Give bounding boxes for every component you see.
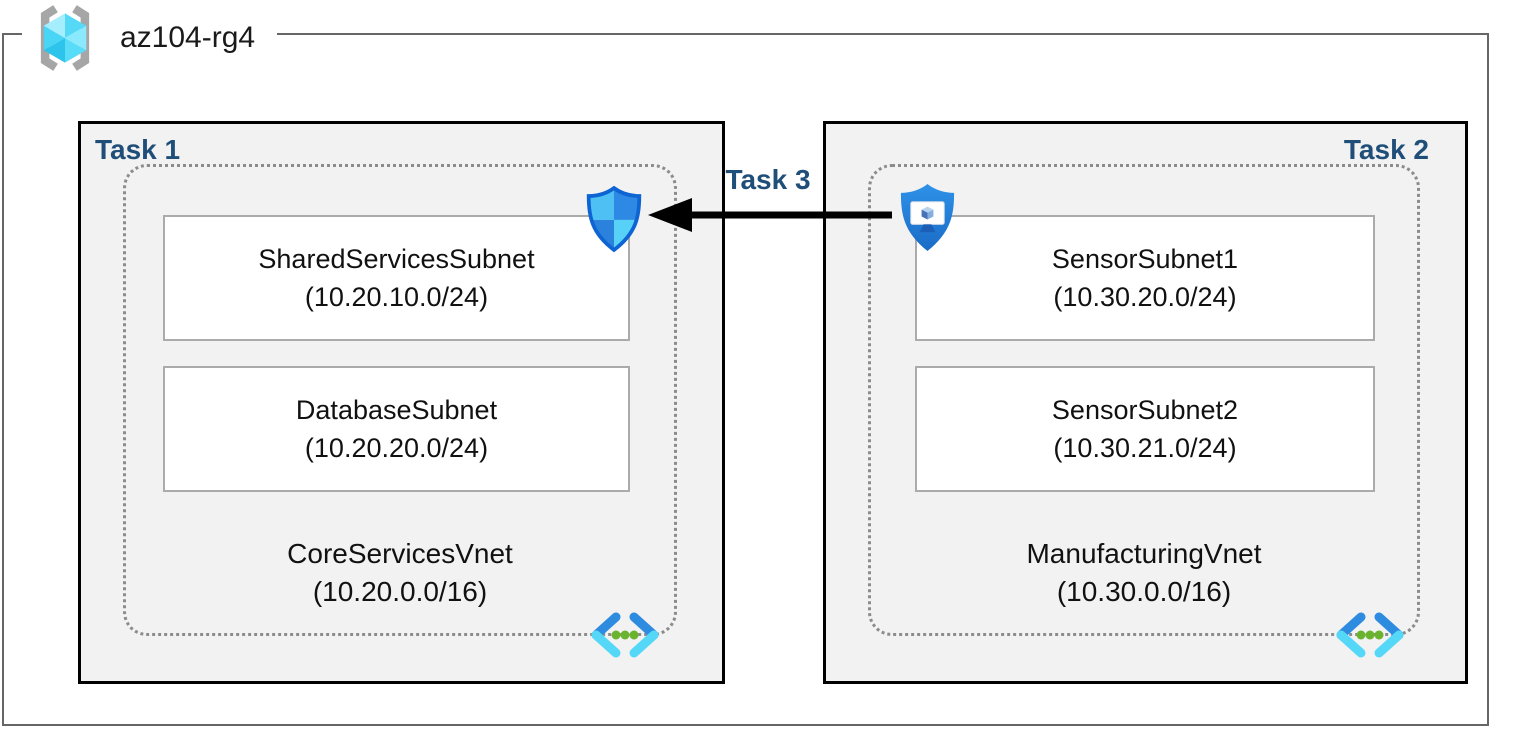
resource-group-header: az104-rg4 xyxy=(22,2,278,74)
vnet-cidr: (10.30.0.0/16) xyxy=(1056,576,1232,607)
subnet-cidr: (10.20.20.0/24) xyxy=(304,433,489,463)
subnet-name: DatabaseSubnet xyxy=(295,395,498,425)
subnet-name: SensorSubnet2 xyxy=(1051,395,1239,425)
subnet-sensor2: SensorSubnet2 (10.30.21.0/24) xyxy=(915,366,1375,492)
task1-box: Task 1 SharedServicesSubnet (10.20.10.0/… xyxy=(78,121,725,684)
subnet-cidr: (10.30.20.0/24) xyxy=(1053,282,1237,312)
subnet-name: SensorSubnet1 xyxy=(1051,244,1239,274)
vnet-name: ManufacturingVnet xyxy=(1026,538,1262,569)
virtual-network-icon xyxy=(591,612,659,658)
vnet-coreservices-label: CoreServicesVnet (10.20.0.0/16) xyxy=(126,535,674,611)
vnet-cidr: (10.20.0.0/16) xyxy=(312,576,488,607)
vnet-name: CoreServicesVnet xyxy=(287,538,513,569)
task2-label: Task 2 xyxy=(1343,134,1429,165)
task3-label: Task 3 xyxy=(725,164,811,195)
subnet-cidr: (10.30.21.0/24) xyxy=(1053,433,1237,463)
subnet-name: SharedServicesSubnet xyxy=(258,244,535,274)
resource-group-icon xyxy=(40,5,90,71)
subnet-sensor1: SensorSubnet1 (10.30.20.0/24) xyxy=(915,215,1375,341)
virtual-network-icon xyxy=(1336,612,1404,658)
defender-shield-icon xyxy=(586,185,642,253)
vnet-coreservices: SharedServicesSubnet (10.20.10.0/24) Dat… xyxy=(123,164,677,636)
subnet-database: DatabaseSubnet (10.20.20.0/24) xyxy=(163,366,630,492)
task3-arrow xyxy=(648,198,892,232)
task1-label: Task 1 xyxy=(95,134,181,165)
vnet-manufacturing-label: ManufacturingVnet (10.30.0.0/16) xyxy=(871,535,1417,611)
resource-group-name: az104-rg4 xyxy=(120,21,256,54)
bastion-shield-icon xyxy=(900,184,955,251)
resource-group-box xyxy=(2,33,1489,726)
vnet-manufacturing: SensorSubnet1 (10.30.20.0/24) SensorSubn… xyxy=(868,164,1420,636)
subnet-cidr: (10.20.10.0/24) xyxy=(304,282,489,312)
subnet-sharedservices: SharedServicesSubnet (10.20.10.0/24) xyxy=(163,215,630,341)
